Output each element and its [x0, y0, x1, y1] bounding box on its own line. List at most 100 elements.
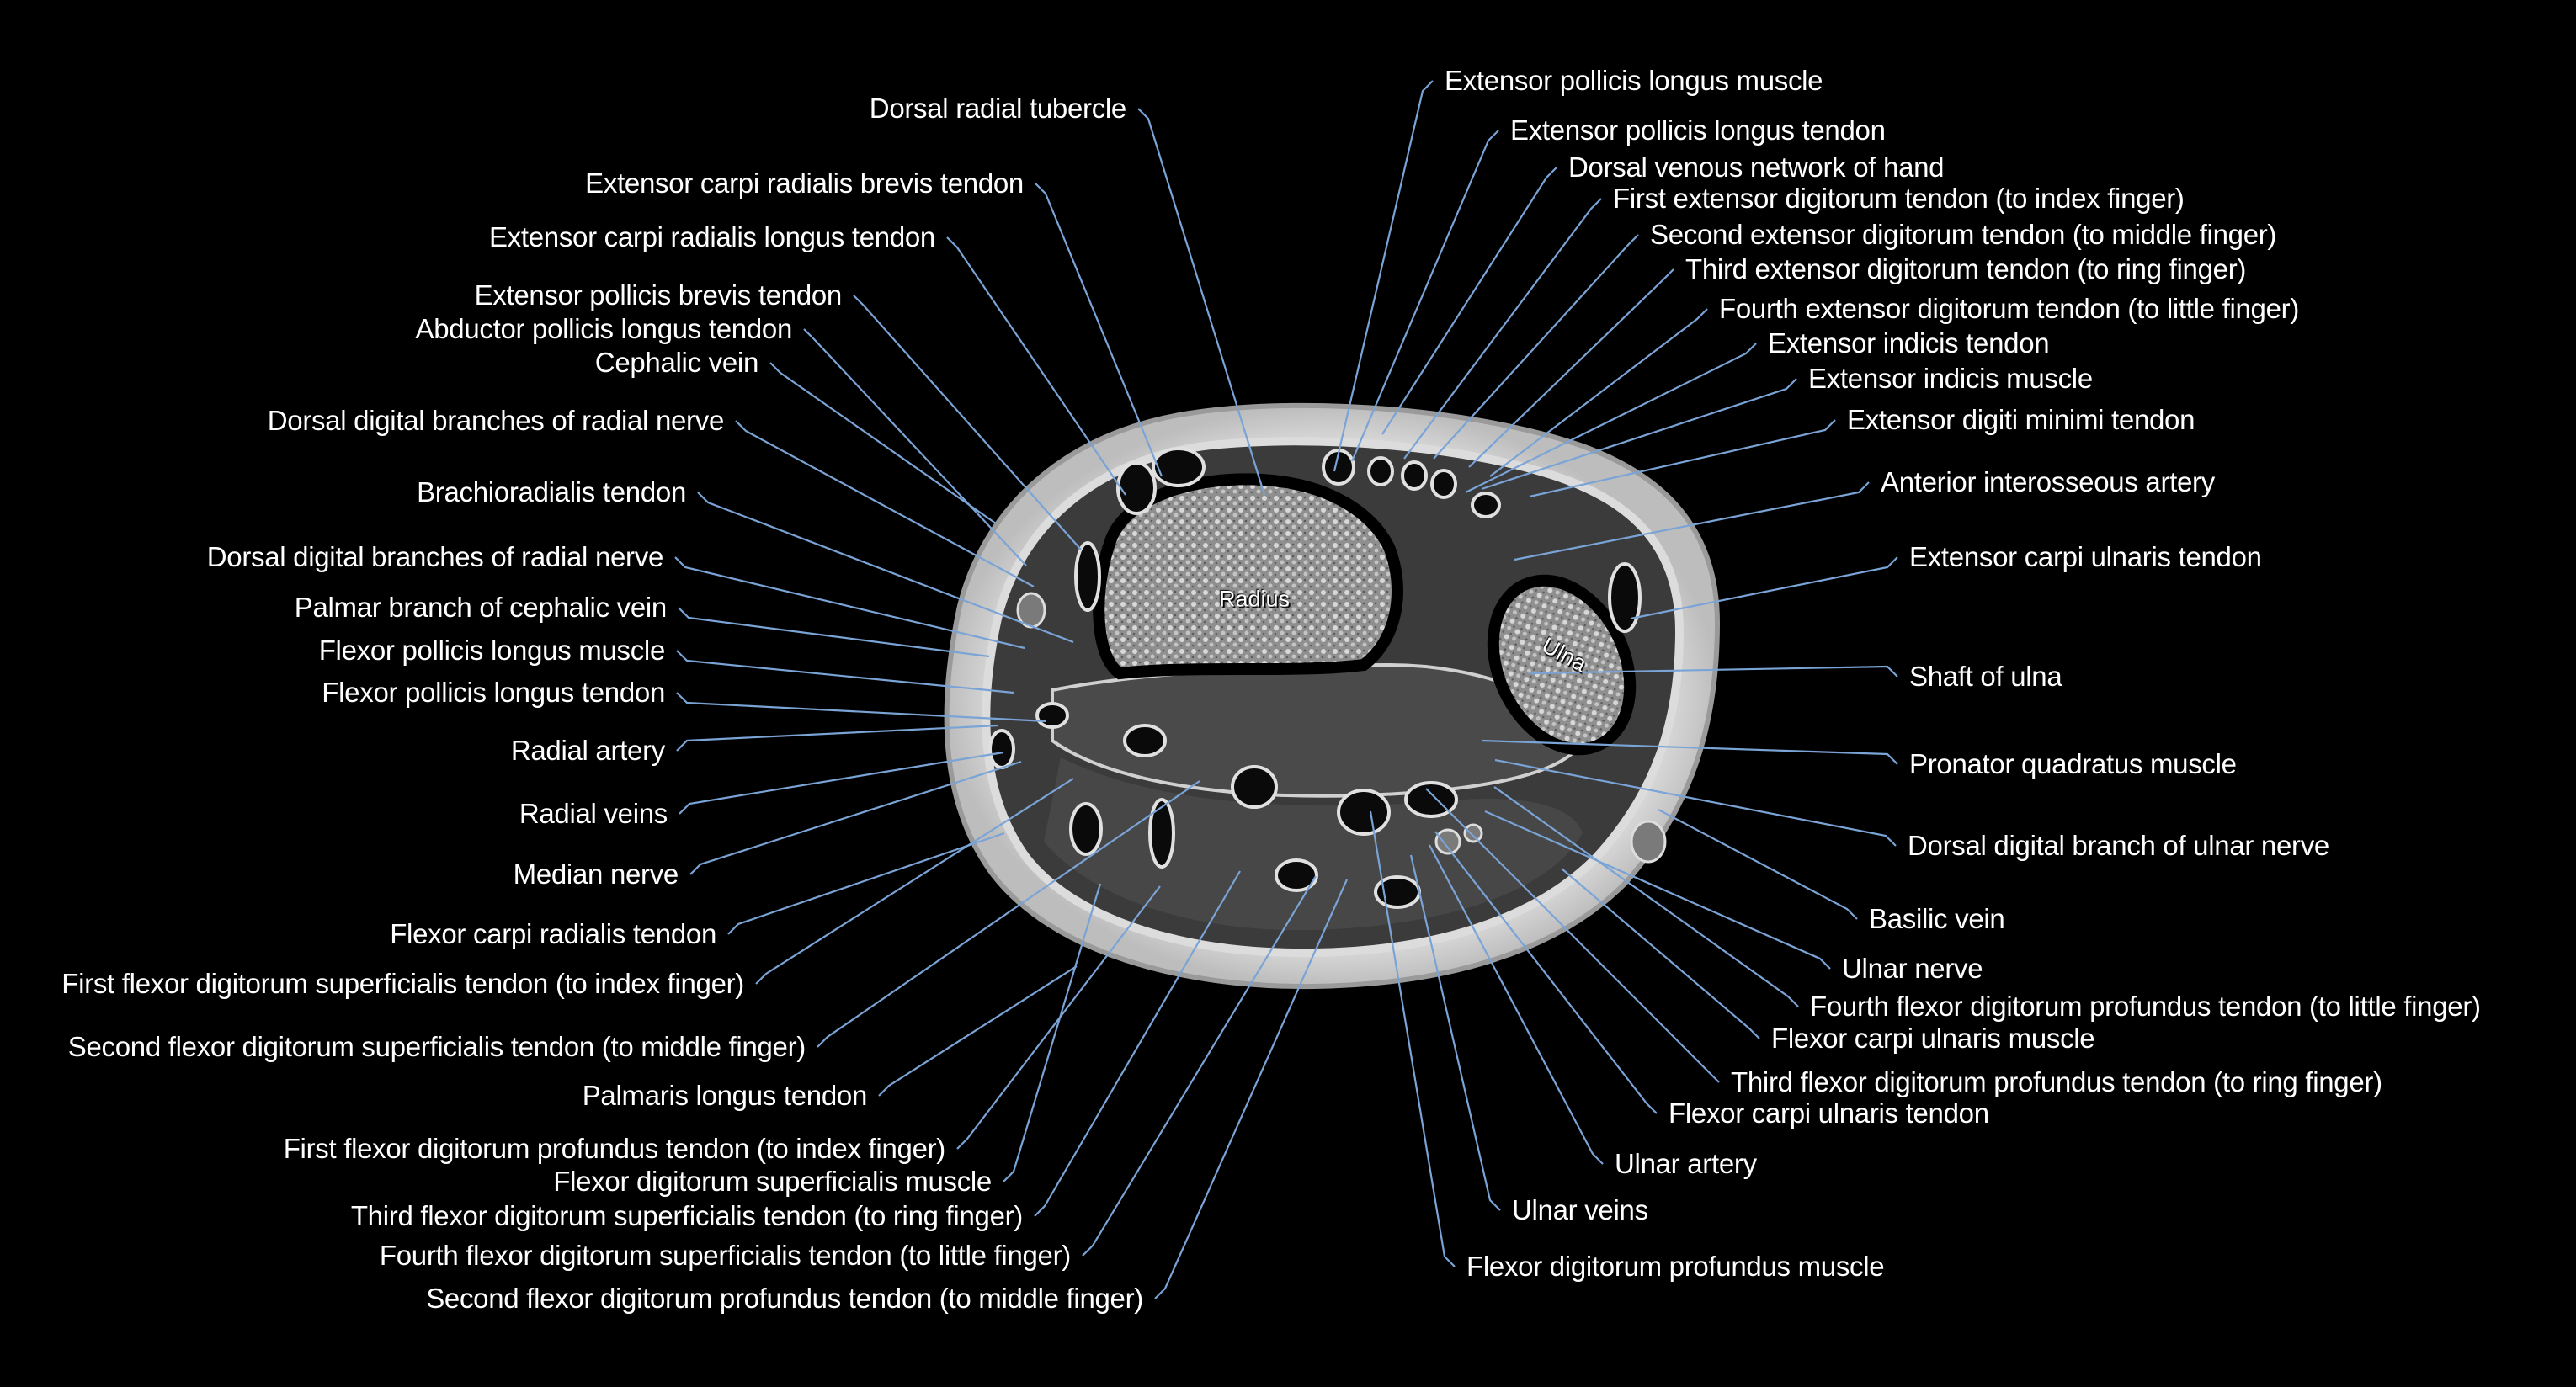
label-flexor-carpi-ulnaris-tendon: Flexor carpi ulnaris tendon	[1669, 1097, 1989, 1129]
label-pronator-quadratus-muscle: Pronator quadratus muscle	[1909, 748, 2237, 779]
leader-line-extensor-pollicis-brevis-tendon	[853, 295, 1082, 550]
label-radial-artery: Radial artery	[510, 735, 665, 766]
label-first-flexor-digitorum-superficialis-tendon-to-index-finger: First flexor digitorum superficialis ten…	[61, 968, 744, 999]
leader-line-third-flexor-digitorum-profundus-tendon-to-ring-finger	[1425, 788, 1720, 1083]
label-abductor-pollicis-longus-tendon: Abductor pollicis longus tendon	[415, 313, 793, 344]
label-median-nerve: Median nerve	[513, 858, 679, 890]
label-third-extensor-digitorum-tendon-to-ring-finger: Third extensor digitorum tendon (to ring…	[1685, 253, 2247, 284]
label-dorsal-digital-branches-of-radial-nerve: Dorsal digital branches of radial nerve	[206, 541, 664, 572]
leader-line-ulnar-veins	[1409, 854, 1501, 1211]
leader-line-extensor-pollicis-longus-tendon	[1350, 130, 1499, 462]
label-dorsal-radial-tubercle: Dorsal radial tubercle	[869, 93, 1127, 124]
label-first-extensor-digitorum-tendon-to-index-finger: First extensor digitorum tendon (to inde…	[1613, 183, 2185, 214]
leader-line-dorsal-radial-tubercle	[1137, 108, 1266, 496]
label-extensor-carpi-radialis-brevis-tendon: Extensor carpi radialis brevis tendon	[585, 167, 1024, 199]
leader-line-radial-artery	[676, 724, 999, 752]
label-ulnar-nerve: Ulnar nerve	[1842, 953, 1983, 984]
label-flexor-digitorum-superficialis-muscle: Flexor digitorum superficialis muscle	[553, 1166, 992, 1197]
label-extensor-pollicis-brevis-tendon: Extensor pollicis brevis tendon	[474, 279, 843, 311]
leader-line-abductor-pollicis-longus-tendon	[803, 328, 1027, 566]
leader-line-flexor-digitorum-profundus-muscle	[1369, 810, 1456, 1267]
leader-line-median-nerve	[689, 760, 1022, 875]
leader-line-second-flexor-digitorum-superficialis-tendon-to-middle-finger	[817, 780, 1200, 1048]
leader-line-palmaris-longus-tendon	[878, 965, 1078, 1097]
leader-line-third-extensor-digitorum-tendon-to-ring-finger	[1468, 268, 1674, 468]
leader-line-palmar-branch-of-cephalic-vein	[678, 607, 990, 658]
label-dorsal-digital-branches-of-radial-nerve: Dorsal digital branches of radial nerve	[267, 405, 725, 436]
tendon-and-vessel-markers	[988, 447, 1642, 909]
label-second-flexor-digitorum-superficialis-tendon-to-middle-finger: Second flexor digitorum superficialis te…	[67, 1031, 806, 1062]
leader-line-cephalic-vein	[769, 362, 997, 524]
leader-line-first-flexor-digitorum-profundus-tendon-to-index-finger	[956, 885, 1161, 1150]
label-first-flexor-digitorum-profundus-tendon-to-index-finger: First flexor digitorum profundus tendon …	[283, 1133, 946, 1164]
label-flexor-carpi-ulnaris-muscle: Flexor carpi ulnaris muscle	[1771, 1023, 2095, 1054]
label-third-flexor-digitorum-profundus-tendon-to-ring-finger: Third flexor digitorum profundus tendon …	[1731, 1066, 2382, 1097]
label-extensor-pollicis-longus-tendon: Extensor pollicis longus tendon	[1510, 114, 1886, 146]
leader-line-flexor-digitorum-superficialis-muscle	[1003, 883, 1102, 1182]
label-ulnar-artery: Ulnar artery	[1615, 1148, 1757, 1179]
label-flexor-pollicis-longus-tendon: Flexor pollicis longus tendon	[322, 677, 665, 708]
leader-line-second-flexor-digitorum-profundus-tendon-to-middle-finger	[1154, 879, 1349, 1299]
leader-line-flexor-pollicis-longus-muscle	[676, 650, 1014, 694]
label-extensor-indicis-tendon: Extensor indicis tendon	[1768, 327, 2050, 359]
label-ulnar-veins: Ulnar veins	[1512, 1194, 1648, 1225]
leader-line-flexor-carpi-radialis-tendon	[727, 832, 1005, 935]
leader-line-dorsal-digital-branch-of-ulnar-nerve	[1494, 758, 1897, 847]
label-flexor-pollicis-longus-muscle: Flexor pollicis longus muscle	[318, 635, 666, 666]
leader-line-first-flexor-digitorum-superficialis-tendon-to-index-finger	[755, 778, 1074, 985]
label-basilic-vein: Basilic vein	[1869, 903, 2005, 934]
leader-line-extensor-pollicis-longus-muscle	[1333, 80, 1434, 472]
label-extensor-carpi-ulnaris-tendon: Extensor carpi ulnaris tendon	[1909, 541, 2262, 572]
label-second-flexor-digitorum-profundus-tendon-to-middle-finger: Second flexor digitorum profundus tendon…	[426, 1283, 1143, 1314]
label-flexor-digitorum-profundus-muscle: Flexor digitorum profundus muscle	[1466, 1251, 1885, 1282]
label-dorsal-venous-network-of-hand: Dorsal venous network of hand	[1568, 151, 1945, 183]
leader-line-dorsal-digital-branches-of-radial-nerve	[735, 420, 1035, 587]
vessel-markers-gray	[1016, 592, 1667, 864]
label-radial-veins: Radial veins	[519, 798, 668, 829]
leader-line-dorsal-venous-network-of-hand	[1381, 167, 1557, 435]
label-third-flexor-digitorum-superficialis-tendon-to-ring-finger: Third flexor digitorum superficialis ten…	[350, 1200, 1023, 1231]
label-extensor-indicis-muscle: Extensor indicis muscle	[1808, 363, 2093, 394]
leader-line-fourth-flexor-digitorum-superficialis-tendon-to-little-finger	[1082, 875, 1317, 1257]
leader-line-second-extensor-digitorum-tendon-to-middle-finger	[1433, 234, 1639, 460]
label-shaft-of-ulna: Shaft of ulna	[1909, 661, 2062, 692]
label-cephalic-vein: Cephalic vein	[594, 347, 759, 378]
leader-line-flexor-carpi-ulnaris-tendon	[1434, 831, 1658, 1114]
leader-line-shaft-of-ulna	[1530, 665, 1898, 678]
label-palmar-branch-of-cephalic-vein: Palmar branch of cephalic vein	[294, 592, 668, 623]
leader-line-flexor-pollicis-longus-tendon	[676, 692, 1047, 723]
leader-line-fourth-extensor-digitorum-tendon-to-little-finger	[1489, 308, 1708, 477]
leader-line-extensor-indicis-muscle	[1481, 378, 1797, 491]
label-anterior-interosseous-artery: Anterior interosseous artery	[1881, 466, 2215, 497]
label-fourth-flexor-digitorum-profundus-tendon-to-little-finger: Fourth flexor digitorum profundus tendon…	[1810, 991, 2481, 1022]
leader-line-flexor-carpi-ulnaris-muscle	[1561, 868, 1760, 1039]
label-extensor-pollicis-longus-muscle: Extensor pollicis longus muscle	[1445, 65, 1823, 96]
leader-line-basilic-vein	[1658, 809, 1858, 920]
flexor-compartment-shape	[1044, 757, 1583, 931]
bone-label-radius: Radius	[1218, 586, 1291, 612]
leader-line-extensor-carpi-radialis-brevis-tendon	[1035, 183, 1163, 477]
label-extensor-digiti-minimi-tendon: Extensor digiti minimi tendon	[1847, 404, 2195, 435]
leader-line-anterior-interosseous-artery	[1514, 481, 1870, 561]
leader-line-ulnar-artery	[1429, 844, 1604, 1165]
leader-line-first-extensor-digitorum-tendon-to-index-finger	[1403, 198, 1602, 460]
leader-line-extensor-carpi-radialis-longus-tendon	[946, 236, 1126, 496]
label-second-extensor-digitorum-tendon-to-middle-finger: Second extensor digitorum tendon (to mid…	[1650, 219, 2277, 250]
label-fourth-flexor-digitorum-superficialis-tendon-to-little-finger: Fourth flexor digitorum superficialis te…	[379, 1240, 1071, 1271]
label-fourth-extensor-digitorum-tendon-to-little-finger: Fourth extensor digitorum tendon (to lit…	[1719, 293, 2300, 324]
leader-line-pronator-quadratus-muscle	[1481, 739, 1898, 765]
leader-line-extensor-carpi-ulnaris-tendon	[1630, 556, 1898, 620]
leader-line-dorsal-digital-branches-of-radial-nerve	[674, 556, 1025, 650]
leader-line-brachioradialis-tendon	[697, 492, 1074, 644]
label-palmaris-longus-tendon: Palmaris longus tendon	[582, 1080, 868, 1111]
label-brachioradialis-tendon: Brachioradialis tendon	[417, 476, 686, 508]
leader-line-third-flexor-digitorum-superficialis-tendon-to-ring-finger	[1034, 870, 1241, 1217]
leader-line-extensor-indicis-tendon	[1465, 343, 1757, 493]
leader-lines	[674, 80, 1898, 1299]
radius-bone	[1093, 473, 1403, 680]
leader-line-radial-veins	[679, 751, 1004, 815]
label-flexor-carpi-radialis-tendon: Flexor carpi radialis tendon	[390, 918, 716, 949]
leader-line-fourth-flexor-digitorum-profundus-tendon-to-little-finger	[1493, 786, 1799, 1007]
